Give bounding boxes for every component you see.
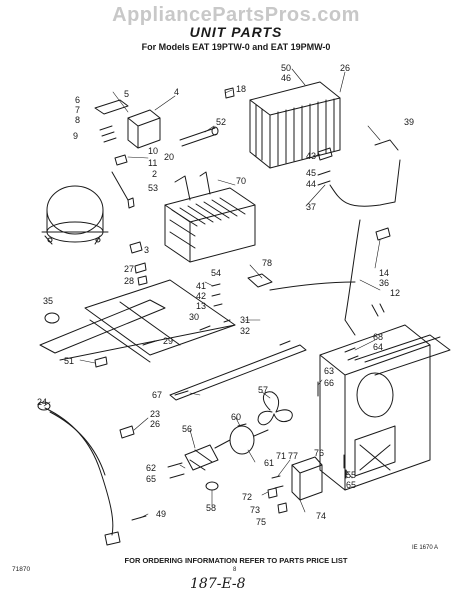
callout: 14	[379, 268, 389, 278]
fan-motor	[214, 423, 269, 455]
diagram-title: UNIT PARTS	[189, 24, 283, 40]
callout: 6	[75, 95, 80, 105]
evaporator-coil	[164, 171, 256, 263]
callout-labels: 50 46 26 5 4 18 6 7 8 9 52 39 10 11 20 7…	[37, 63, 414, 527]
ordering-note: FOR ORDERING INFORMATION REFER TO PARTS …	[124, 556, 348, 565]
callout: 41	[196, 281, 206, 291]
callout: 63	[324, 366, 334, 376]
machine-compartment-frame	[319, 324, 451, 491]
callout: 30	[189, 312, 199, 322]
diagram-subtitle: For Models EAT 19PTW-0 and EAT 19PMW-0	[141, 42, 331, 52]
callout: 24	[37, 397, 47, 407]
callout: 42	[196, 291, 206, 301]
callout: 54	[211, 268, 221, 278]
page-mark: 8	[233, 567, 237, 573]
callout: 71	[276, 451, 286, 461]
callout: 53	[148, 183, 158, 193]
callout: 73	[250, 505, 260, 515]
callout: 44	[306, 179, 316, 189]
callout: 50	[281, 63, 291, 73]
callout: 18	[236, 84, 246, 94]
callout: 26	[340, 63, 350, 73]
callout: 5	[124, 89, 129, 99]
callout: 72	[242, 492, 252, 502]
callout: 11	[148, 158, 157, 168]
power-cord	[37, 401, 121, 546]
callout: 56	[182, 424, 192, 434]
callout: 57	[258, 385, 268, 395]
callout: 78	[262, 258, 272, 268]
callout: 61	[264, 458, 274, 468]
callout: 26	[150, 419, 160, 429]
callout: 75	[256, 517, 266, 527]
callout: 29	[163, 336, 173, 346]
callout: 27	[124, 264, 134, 274]
handwritten-note: 187-E-8	[190, 576, 246, 592]
callout: 9	[73, 131, 78, 141]
callout: 68	[373, 332, 383, 342]
callout: 77	[288, 451, 298, 461]
callout: 76	[314, 448, 324, 458]
callout: 45	[306, 168, 316, 178]
callout: 39	[404, 117, 414, 127]
callout: 2	[152, 169, 157, 179]
callout: 3	[144, 245, 149, 255]
callout: 7	[75, 105, 80, 115]
defrost-timer	[291, 456, 323, 501]
condenser-coil	[249, 81, 341, 169]
callout: 52	[216, 117, 226, 127]
callout: 12	[390, 288, 400, 298]
callout: 37	[306, 202, 316, 212]
callout: 10	[148, 146, 158, 156]
watermark: AppliancePartsPros.com	[112, 4, 360, 26]
callout: 46	[281, 73, 291, 83]
fan-blade	[257, 391, 293, 426]
callout: 28	[124, 276, 134, 286]
figure-code: IE 1670 A	[412, 545, 439, 551]
callout: 55	[346, 470, 356, 480]
callout: 31	[240, 315, 250, 325]
callout: 65	[346, 480, 356, 490]
callout: 13	[196, 301, 206, 311]
base-rails	[39, 279, 236, 363]
compressor	[41, 185, 109, 245]
callout: 74	[316, 511, 326, 521]
callout: 36	[379, 278, 389, 288]
callout: 8	[75, 115, 80, 125]
callout: 49	[156, 509, 166, 519]
relay-assembly	[94, 99, 161, 149]
leader-lines	[43, 68, 381, 519]
document-code: 71870	[12, 566, 31, 573]
callout: 32	[240, 326, 250, 336]
callout: 65	[146, 474, 156, 484]
callout: 67	[152, 390, 162, 400]
callout: 23	[150, 409, 160, 419]
callout: 66	[324, 378, 334, 388]
callout: 62	[146, 463, 156, 473]
callout: 58	[206, 503, 216, 513]
callout: 70	[236, 176, 246, 186]
callout: 4	[174, 87, 179, 97]
callout: 51	[64, 356, 74, 366]
callout: 35	[43, 296, 53, 306]
callout: 64	[373, 342, 383, 352]
callout: 20	[164, 152, 174, 162]
callout: 43	[306, 151, 316, 161]
callout: 60	[231, 412, 241, 422]
